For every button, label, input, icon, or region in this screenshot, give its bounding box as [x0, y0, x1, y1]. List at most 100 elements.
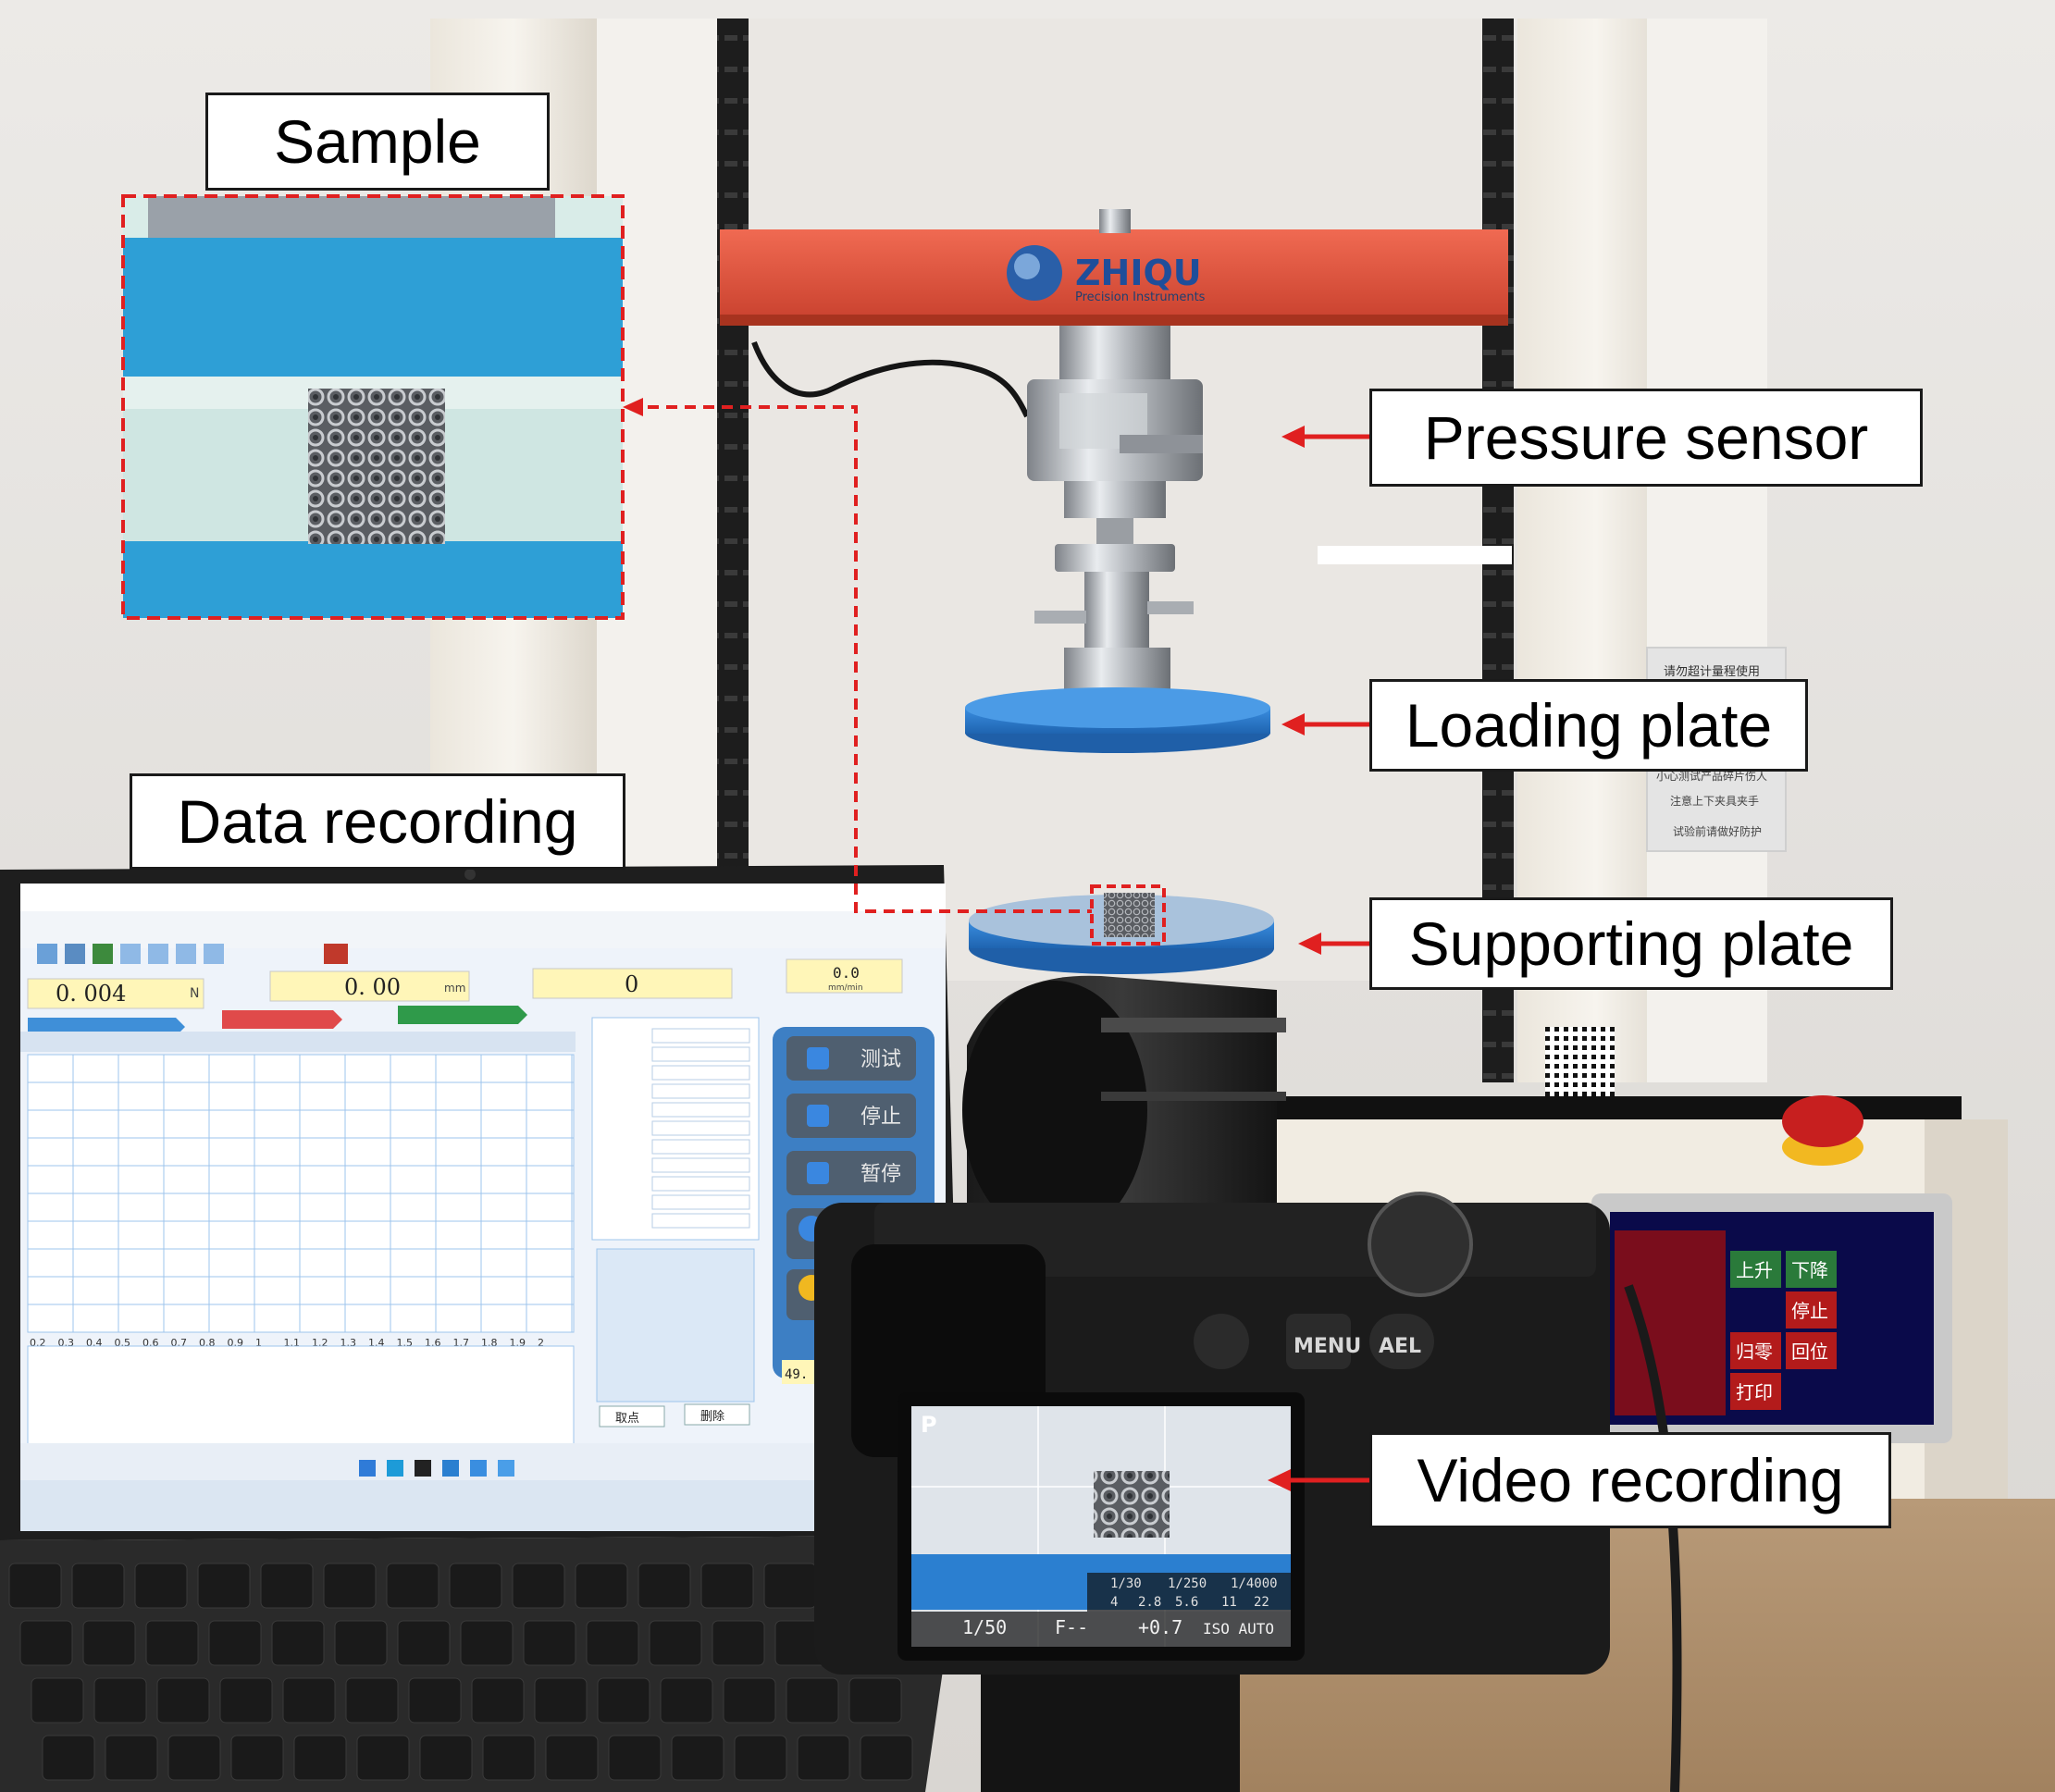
keyboard-key[interactable] — [208, 1620, 262, 1666]
form-input[interactable] — [651, 1157, 750, 1173]
keyboard-key[interactable] — [797, 1735, 850, 1781]
keyboard-key[interactable] — [608, 1735, 662, 1781]
toolbar-icon-pdf[interactable] — [324, 944, 348, 964]
toolbar-icon-6[interactable] — [176, 944, 196, 964]
keyboard-key[interactable] — [82, 1620, 136, 1666]
form-input[interactable] — [651, 1065, 750, 1081]
touch-btn-stop[interactable] — [1786, 1291, 1837, 1329]
tab-test-result[interactable] — [398, 1006, 527, 1024]
form-input[interactable] — [651, 1194, 750, 1210]
keyboard-key[interactable] — [197, 1563, 251, 1609]
keyboard-key[interactable] — [282, 1677, 336, 1724]
btn-pick-point[interactable] — [599, 1405, 665, 1427]
sample-lattice — [308, 389, 445, 544]
keyboard-key[interactable] — [93, 1677, 147, 1724]
keyboard-key[interactable] — [575, 1563, 628, 1609]
keyboard-key[interactable] — [397, 1620, 451, 1666]
keyboard-key[interactable] — [419, 1735, 473, 1781]
app-icon-1[interactable] — [442, 1460, 459, 1477]
keyboard-key[interactable] — [134, 1563, 188, 1609]
toolbar-icon-4[interactable] — [120, 944, 141, 964]
keyboard-key[interactable] — [271, 1620, 325, 1666]
form-input[interactable] — [651, 1176, 750, 1192]
displacement-field — [269, 970, 470, 1002]
keyboard-key[interactable] — [323, 1563, 377, 1609]
keyboard-key[interactable] — [734, 1735, 787, 1781]
keyboard-key[interactable] — [660, 1677, 713, 1724]
keyboard-key[interactable] — [523, 1620, 576, 1666]
keyboard-key[interactable] — [71, 1563, 125, 1609]
keyboard-key[interactable] — [293, 1735, 347, 1781]
keyboard-key[interactable] — [356, 1735, 410, 1781]
loading-plate-top — [965, 687, 1270, 728]
keyboard-key[interactable] — [482, 1735, 536, 1781]
keyboard-key[interactable] — [763, 1563, 817, 1609]
keyboard-key[interactable] — [460, 1620, 514, 1666]
keyboard-key[interactable] — [19, 1620, 73, 1666]
camera-btn-c[interactable] — [1194, 1314, 1249, 1369]
keyboard-key[interactable] — [512, 1563, 565, 1609]
form-input[interactable] — [651, 1213, 750, 1229]
form-input[interactable] — [651, 1102, 750, 1118]
keyboard-key[interactable] — [230, 1735, 284, 1781]
keyboard-key[interactable] — [145, 1620, 199, 1666]
terminal-icon[interactable] — [415, 1460, 431, 1477]
toolbar-icon-2[interactable] — [65, 944, 85, 964]
start-icon[interactable] — [359, 1460, 376, 1477]
keyboard-key[interactable] — [700, 1563, 754, 1609]
keyboard-key[interactable] — [723, 1677, 776, 1724]
form-input[interactable] — [651, 1139, 750, 1155]
keyboard-key[interactable] — [586, 1620, 639, 1666]
keyboard-key[interactable] — [260, 1563, 314, 1609]
lcd-iso: ISO AUTO — [1203, 1620, 1274, 1638]
keyboard-key[interactable] — [545, 1735, 599, 1781]
threaded-rod — [1096, 518, 1133, 546]
tab-test-process[interactable] — [222, 1010, 342, 1029]
keyboard-key[interactable] — [8, 1563, 62, 1609]
keyboard-key[interactable] — [408, 1677, 462, 1724]
keyboard-key[interactable] — [712, 1620, 765, 1666]
keyboard-key[interactable] — [219, 1677, 273, 1724]
form-input[interactable] — [651, 1028, 750, 1044]
edge-icon[interactable] — [387, 1460, 403, 1477]
form-input[interactable] — [651, 1120, 750, 1136]
keyboard-key[interactable] — [334, 1620, 388, 1666]
keyboard-key[interactable] — [597, 1677, 650, 1724]
keyboard-key[interactable] — [386, 1563, 439, 1609]
toolbar-icon-3[interactable] — [93, 944, 113, 964]
keyboard-key[interactable] — [848, 1677, 902, 1724]
toolbar-icon-5[interactable] — [148, 944, 168, 964]
form-input[interactable] — [651, 1083, 750, 1099]
keyboard-key[interactable] — [156, 1677, 210, 1724]
keyboard-key[interactable] — [31, 1677, 84, 1724]
keyboard-key[interactable] — [786, 1677, 839, 1724]
btn-delete[interactable] — [684, 1403, 750, 1426]
keyboard-key[interactable] — [42, 1735, 95, 1781]
label-data-recording: Data recording — [130, 773, 625, 870]
toolbar-icon-7[interactable] — [204, 944, 224, 964]
keyboard-key[interactable] — [638, 1563, 691, 1609]
touch-btn-zero[interactable] — [1730, 1332, 1781, 1369]
app-icon-2[interactable] — [470, 1460, 487, 1477]
keyboard-key[interactable] — [534, 1677, 588, 1724]
emergency-stop-button[interactable] — [1782, 1095, 1863, 1147]
keyboard-key[interactable] — [345, 1677, 399, 1724]
keyboard-key[interactable] — [105, 1735, 158, 1781]
camera-btn-menu[interactable] — [1286, 1314, 1351, 1369]
toolbar-icon-1[interactable] — [37, 944, 57, 964]
app-icon-3[interactable] — [498, 1460, 514, 1477]
touch-btn-home[interactable] — [1786, 1332, 1837, 1369]
keyboard-key[interactable] — [860, 1735, 913, 1781]
keyboard-key[interactable] — [471, 1677, 525, 1724]
keyboard-key[interactable] — [167, 1735, 221, 1781]
keyboard-key[interactable] — [449, 1563, 502, 1609]
keyboard-key[interactable] — [649, 1620, 702, 1666]
mode-dial[interactable] — [1368, 1192, 1473, 1297]
form-input[interactable] — [651, 1046, 750, 1062]
touch-btn-down[interactable] — [1786, 1251, 1837, 1288]
touch-btn-up[interactable] — [1730, 1251, 1781, 1288]
camera-btn-ael[interactable] — [1369, 1314, 1434, 1369]
keyboard-key[interactable] — [671, 1735, 724, 1781]
sensor-lower-clevis — [1064, 481, 1166, 518]
touch-btn-print[interactable] — [1730, 1373, 1781, 1410]
